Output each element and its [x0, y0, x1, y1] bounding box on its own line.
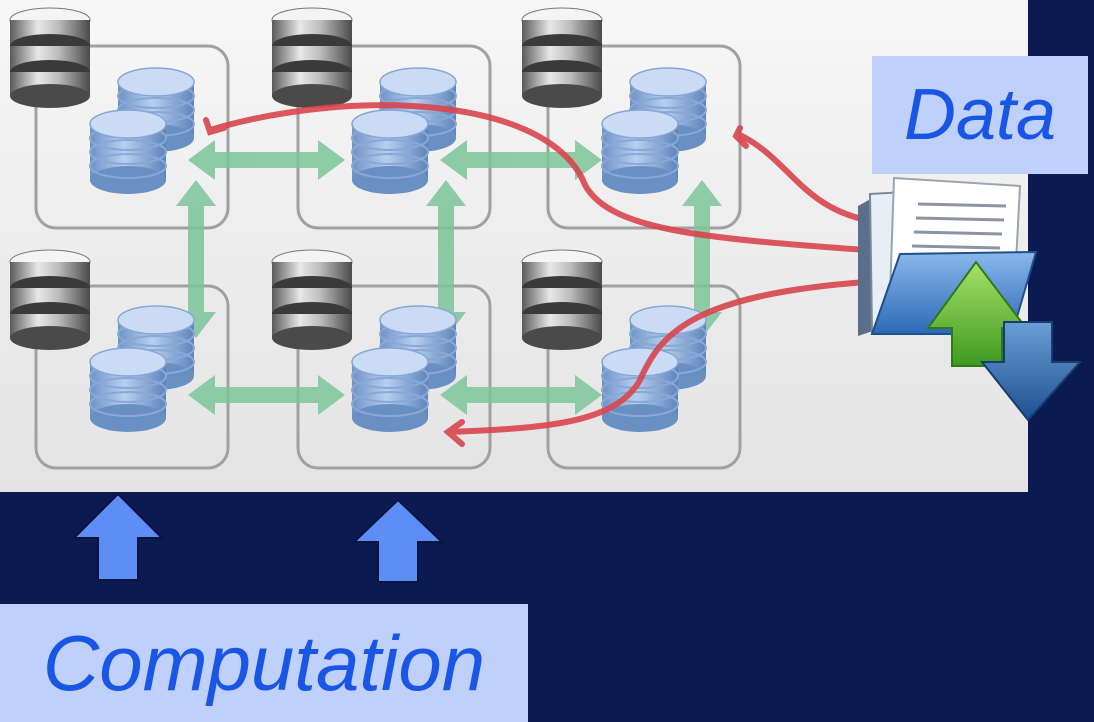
horizontal-double-arrow	[188, 140, 345, 180]
data-flow-curve	[207, 102, 869, 253]
down-arrow-icon	[979, 321, 1083, 422]
database-icon	[89, 109, 167, 195]
horizontal-double-arrow	[440, 375, 602, 415]
node-frame	[34, 44, 230, 230]
node-frame	[34, 284, 230, 470]
data-label: Data	[872, 56, 1088, 174]
vertical-double-arrow	[682, 180, 722, 338]
data-flow-curve	[737, 132, 869, 223]
horizontal-double-arrow	[440, 140, 602, 180]
horizontal-double-arrow	[188, 375, 345, 415]
server-disk-stack-icon	[521, 249, 603, 351]
server-disk-stack-icon	[9, 7, 91, 109]
arrowhead	[443, 419, 465, 447]
database-icon	[601, 347, 679, 433]
database-icon	[351, 109, 429, 195]
server-disk-stack-icon	[521, 7, 603, 109]
node-frame	[296, 284, 492, 470]
vertical-double-arrow	[426, 180, 466, 338]
database-icon	[351, 347, 429, 433]
server-disk-stack-icon	[271, 7, 353, 109]
up-arrow-icon	[926, 260, 1029, 367]
up-arrow-icon	[351, 498, 445, 583]
data-flow-arrows	[203, 102, 869, 447]
communication-arrows	[176, 140, 722, 415]
server-disk-stack-icon	[9, 249, 91, 351]
server-disk-stack-icon	[271, 249, 353, 351]
arrowhead	[732, 125, 749, 149]
node-frame	[546, 284, 742, 470]
data-flow-curve	[447, 279, 869, 435]
up-arrow-icon	[71, 492, 165, 581]
database-icon	[601, 109, 679, 195]
arrowhead	[203, 117, 227, 136]
database-icon	[89, 347, 167, 433]
computation-label: Computation	[0, 604, 528, 722]
node-frame	[296, 44, 492, 230]
vertical-double-arrow	[176, 180, 216, 338]
